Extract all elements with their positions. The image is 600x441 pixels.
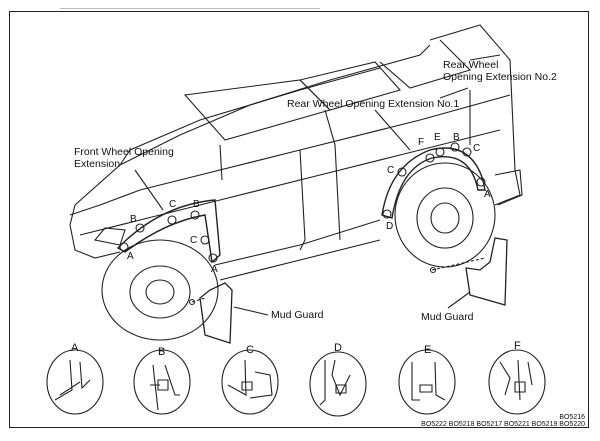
detail-f-label: F bbox=[514, 340, 521, 352]
detail-d-label: D bbox=[334, 342, 342, 354]
detail-views bbox=[46, 349, 546, 417]
front-point-label: A bbox=[127, 251, 134, 262]
front-mud-guard-label: Mud Guard bbox=[271, 309, 324, 321]
rear-point-label: D bbox=[386, 221, 394, 232]
front-point-label: B bbox=[130, 214, 137, 225]
front-point-label: C bbox=[190, 235, 198, 246]
rear-point-label: B bbox=[453, 132, 460, 143]
rear-wheel bbox=[394, 162, 496, 268]
front-wheel-opening-extension bbox=[116, 169, 221, 264]
rear-point-label: E bbox=[434, 132, 441, 143]
rear-point-label: F bbox=[418, 137, 425, 148]
front-extension-label-line1: Front Wheel Opening bbox=[74, 146, 174, 158]
figure-code: BO5216 bbox=[559, 414, 585, 421]
rear-extension-2-label-line1: Rear Wheel bbox=[443, 59, 499, 71]
rear-mud-guard-label: Mud Guard bbox=[421, 311, 474, 323]
rear-wheel-opening-extension bbox=[374, 87, 486, 219]
detail-e-label: E bbox=[424, 344, 432, 356]
vehicle-body bbox=[69, 24, 523, 281]
front-point-label: C bbox=[169, 199, 177, 210]
front-point-label: A bbox=[211, 264, 218, 275]
detail-b-label: B bbox=[158, 346, 166, 358]
figure-codes: BO5222 BO5218 BO5217 BO5221 BO5219 BO522… bbox=[421, 421, 585, 428]
rear-mud-guard bbox=[429, 237, 508, 309]
rear-extension-2-label-line2: Opening Extension No.2 bbox=[443, 71, 557, 83]
front-extension-label-line2: Extension bbox=[74, 158, 121, 170]
front-mud-guard bbox=[188, 282, 269, 344]
detail-c-label: C bbox=[246, 344, 254, 356]
rear-point-label: C bbox=[473, 143, 481, 154]
front-extension-label: Front Wheel Opening Extension bbox=[74, 146, 174, 170]
front-point-label: B bbox=[193, 199, 200, 210]
rear-extension-2-label: Rear Wheel Opening Extension No.2 bbox=[443, 59, 557, 83]
rear-extension-1-label: Rear Wheel Opening Extension No.1 bbox=[287, 98, 460, 110]
front-wheel bbox=[101, 239, 219, 341]
diagram-frame bbox=[9, 11, 589, 428]
rear-point-label: A bbox=[484, 189, 491, 200]
rear-point-label: C bbox=[387, 165, 395, 176]
header-rule bbox=[60, 8, 320, 9]
detail-a-label: A bbox=[71, 342, 79, 354]
